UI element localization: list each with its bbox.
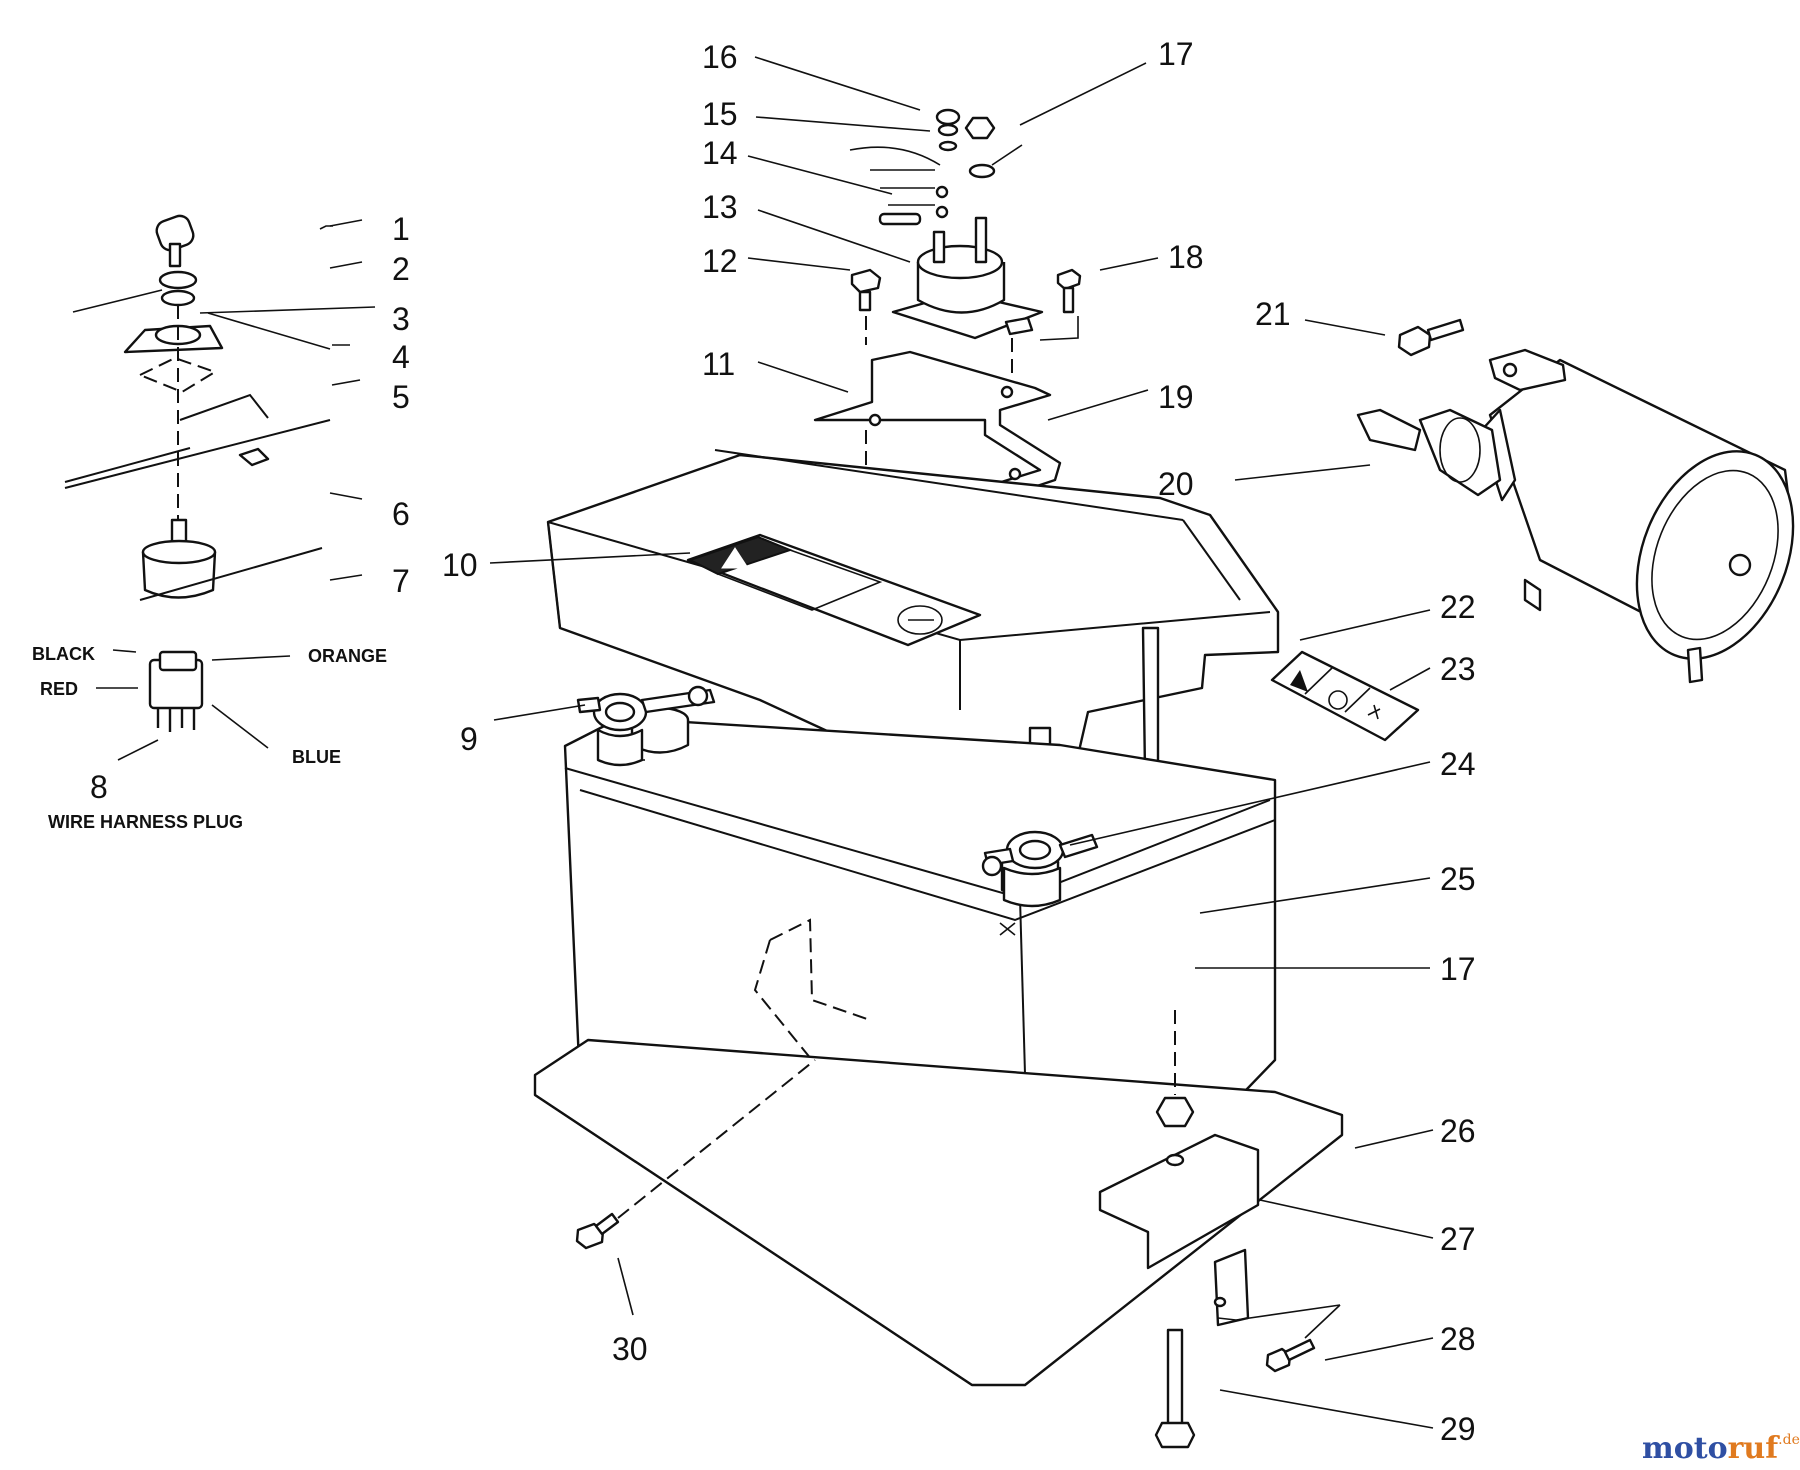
callout-4: 4 xyxy=(392,339,410,375)
bolt-12 xyxy=(850,268,882,312)
watermark-de: .de xyxy=(1778,1432,1800,1448)
nut-17-top xyxy=(964,116,996,140)
terminal-clamp-9 xyxy=(576,685,716,767)
hold-down-bracket xyxy=(1098,1010,1260,1270)
callout-numbers: 1 2 3 4 5 6 7 8 9 10 11 12 13 14 15 16 1… xyxy=(90,36,1476,1447)
callout-9: 9 xyxy=(460,721,478,757)
callout-2: 2 xyxy=(392,251,410,287)
callout-15: 15 xyxy=(702,96,738,132)
wire-label-red: RED xyxy=(40,679,78,699)
callout-1: 1 xyxy=(392,211,410,247)
callout-13: 13 xyxy=(702,189,738,225)
battery-cover xyxy=(546,449,1280,799)
callout-29: 29 xyxy=(1440,1411,1476,1447)
svg-text:motoruf.de: motoruf.de xyxy=(1642,1431,1800,1466)
callout-20: 20 xyxy=(1158,466,1194,502)
bolt-21 xyxy=(1397,318,1465,357)
callout-30: 30 xyxy=(612,1331,648,1367)
solenoid-bracket xyxy=(813,350,1062,497)
callout-22: 22 xyxy=(1440,589,1476,625)
switch-washer xyxy=(160,289,196,307)
ignition-key xyxy=(155,214,195,268)
callout-27: 27 xyxy=(1440,1221,1476,1257)
wire-label-blue: BLUE xyxy=(292,747,341,767)
bolt-28 xyxy=(1265,1338,1316,1373)
callout-16: 16 xyxy=(702,39,738,75)
callout-19: 19 xyxy=(1158,379,1194,415)
ignition-switch-body xyxy=(139,518,323,601)
callout-5: 5 xyxy=(392,379,410,415)
bolt-30 xyxy=(575,1059,816,1250)
battery-tray xyxy=(533,1038,1344,1387)
ignition-switch-assembly xyxy=(64,214,333,732)
warning-decal-23 xyxy=(1270,650,1420,742)
switch-gasket xyxy=(137,356,218,394)
bolt-18 xyxy=(1056,268,1082,314)
callout-11: 11 xyxy=(702,346,735,382)
watermark-moto: moto xyxy=(1642,1431,1728,1466)
callout-24: 24 xyxy=(1440,746,1476,782)
starter-solenoid xyxy=(891,216,1044,340)
watermark-ruf: ruf xyxy=(1728,1431,1781,1466)
wire-harness-plug-caption: WIRE HARNESS PLUG xyxy=(48,812,243,832)
callout-26: 26 xyxy=(1440,1113,1476,1149)
callout-10: 10 xyxy=(442,547,478,583)
callout-14: 14 xyxy=(702,135,738,171)
wire-label-black: BLACK xyxy=(32,644,95,664)
wire-harness-plug xyxy=(148,650,204,732)
callout-8: 8 xyxy=(90,769,108,805)
switch-bezel xyxy=(123,324,224,354)
washer-15 xyxy=(938,140,958,152)
tray-mount-bracket xyxy=(1213,1248,1250,1327)
callout-3: 3 xyxy=(392,301,410,337)
callout-18: 18 xyxy=(1168,239,1204,275)
bolt-29 xyxy=(1154,1328,1196,1449)
callout-17-top: 17 xyxy=(1158,36,1194,72)
callout-21: 21 xyxy=(1255,296,1291,332)
wire-label-orange: ORANGE xyxy=(308,646,387,666)
callout-25: 25 xyxy=(1440,861,1476,897)
wire-terminals xyxy=(849,146,949,226)
callout-28: 28 xyxy=(1440,1321,1476,1357)
dash-panel xyxy=(64,393,331,489)
callout-23: 23 xyxy=(1440,651,1476,687)
motoruf-watermark: motoruf.de xyxy=(1642,1431,1800,1466)
warning-decal-10 xyxy=(686,533,982,647)
starter-motor xyxy=(1356,348,1795,684)
switch-nut xyxy=(158,270,198,290)
callout-leaders xyxy=(96,56,1434,1429)
callout-6: 6 xyxy=(392,496,410,532)
nut-16 xyxy=(935,108,961,126)
callout-17-bottom: 17 xyxy=(1440,951,1476,987)
callout-7: 7 xyxy=(392,563,410,599)
solenoid-assembly xyxy=(813,108,1082,497)
callout-12: 12 xyxy=(702,243,738,279)
wire-labels: BLACK RED ORANGE BLUE WIRE HARNESS PLUG xyxy=(32,644,387,832)
